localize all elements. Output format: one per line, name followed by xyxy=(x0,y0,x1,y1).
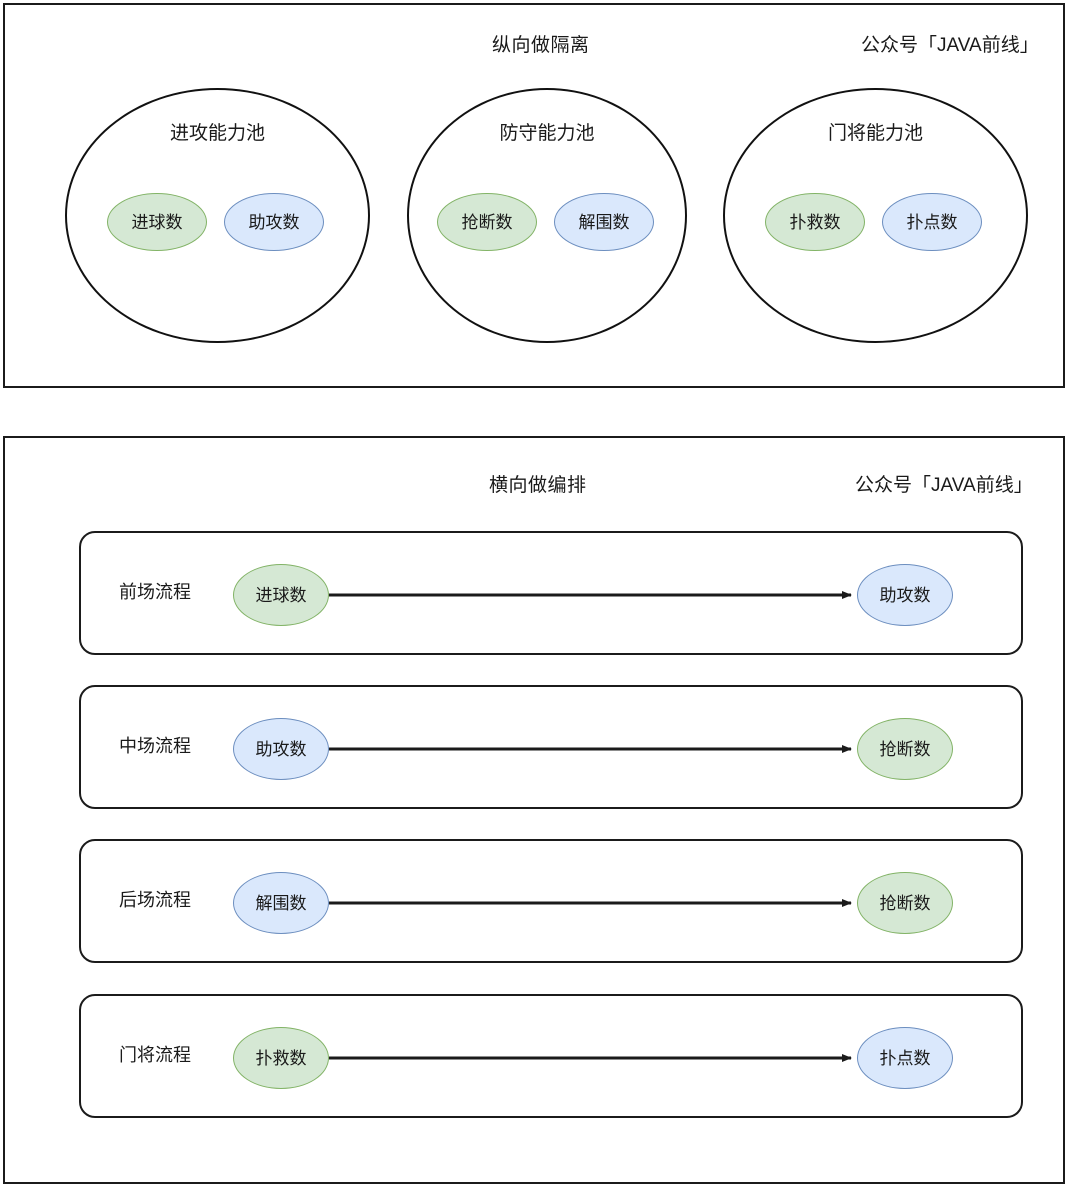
metric-ellipse-assists: 助攻数 xyxy=(224,193,324,251)
flow-row-label-middle: 中场流程 xyxy=(119,736,191,756)
metric-ellipse-tackles: 抢断数 xyxy=(437,193,537,251)
flow-arrow-icon xyxy=(329,1054,852,1062)
flow-source-node-assists: 助攻数 xyxy=(233,718,329,780)
flow-row: 前场流程 进球数 助攻数 xyxy=(79,531,1023,655)
capability-pool-defense-title: 防守能力池 xyxy=(499,123,595,144)
panel-vertical-isolation: 纵向做隔离 公众号「JAVA前线」 进攻能力池 进球数 助攻数 防守能力池 抢断… xyxy=(3,3,1065,388)
panel-vertical-watermark: 公众号「JAVA前线」 xyxy=(861,35,1039,56)
flow-row-label-goalkeeper: 门将流程 xyxy=(119,1045,191,1065)
flow-row-label-back: 后场流程 xyxy=(119,890,191,910)
panel-horizontal-orchestration: 横向做编排 公众号「JAVA前线」 前场流程 进球数 助攻数 中场流程 助攻数 xyxy=(3,436,1065,1184)
flow-source-node-clearances: 解围数 xyxy=(233,872,329,934)
metric-ellipse-goals: 进球数 xyxy=(107,193,207,251)
capability-pool-goalkeeper: 门将能力池 扑救数 扑点数 xyxy=(723,88,1028,343)
panel-horizontal-watermark: 公众号「JAVA前线」 xyxy=(855,475,1033,496)
panel-vertical-caption: 纵向做隔离 xyxy=(492,35,590,56)
capability-pool-goalkeeper-title: 门将能力池 xyxy=(827,123,923,144)
panel-horizontal-caption: 横向做编排 xyxy=(489,475,587,496)
flow-arrow-icon xyxy=(329,899,852,907)
metric-ellipse-clearances: 解围数 xyxy=(554,193,654,251)
flow-target-node-penalty-saves: 扑点数 xyxy=(857,1027,953,1089)
flow-target-node-tackles: 抢断数 xyxy=(857,872,953,934)
capability-pool-attack-title: 进攻能力池 xyxy=(169,123,265,144)
flow-target-node-assists: 助攻数 xyxy=(857,564,953,626)
flow-arrow-icon xyxy=(329,591,852,599)
flow-row: 中场流程 助攻数 抢断数 xyxy=(79,685,1023,809)
flow-source-node-saves: 扑救数 xyxy=(233,1027,329,1089)
flow-source-node-goals: 进球数 xyxy=(233,564,329,626)
flow-row: 后场流程 解围数 抢断数 xyxy=(79,839,1023,963)
flow-row-label-front: 前场流程 xyxy=(119,582,191,602)
flow-target-node-tackles: 抢断数 xyxy=(857,718,953,780)
metric-ellipse-penalty-saves: 扑点数 xyxy=(882,193,982,251)
metric-ellipse-saves: 扑救数 xyxy=(765,193,865,251)
flow-arrow-icon xyxy=(329,745,852,753)
capability-pool-defense: 防守能力池 抢断数 解围数 xyxy=(407,88,687,343)
flow-row: 门将流程 扑救数 扑点数 xyxy=(79,994,1023,1118)
capability-pool-attack: 进攻能力池 进球数 助攻数 xyxy=(65,88,370,343)
